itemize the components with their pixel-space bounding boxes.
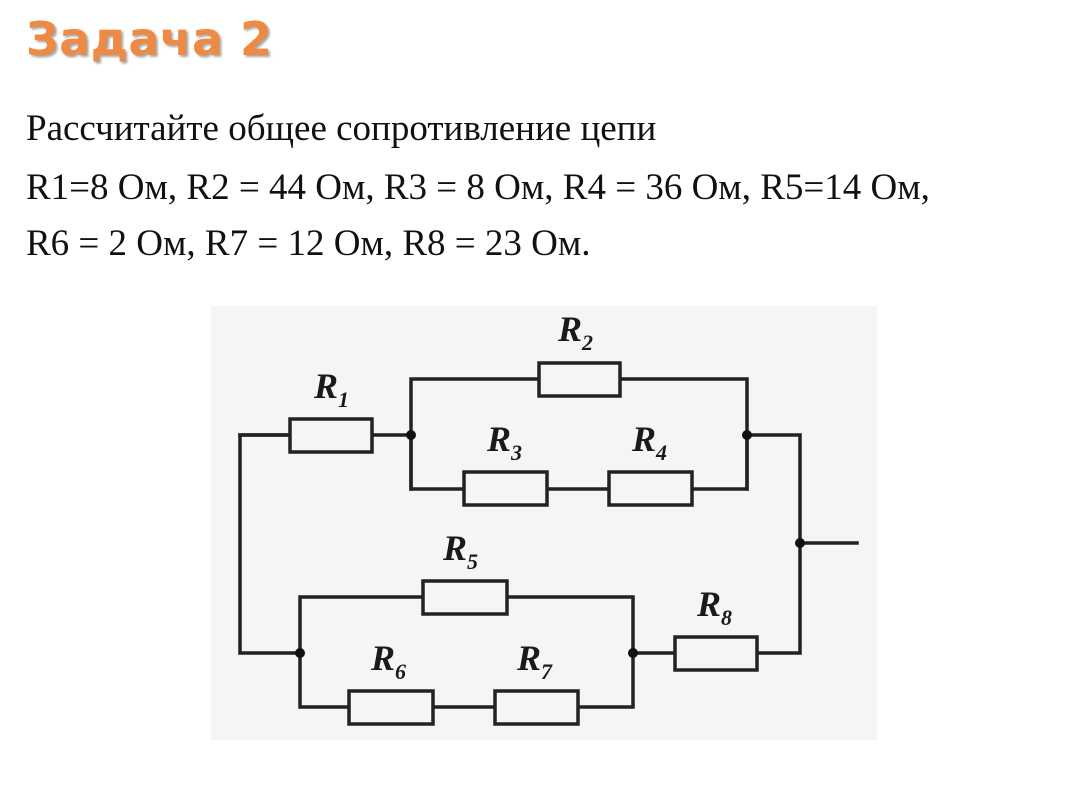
resistor-r1 [288, 417, 374, 454]
label-r6-letter: R [370, 638, 395, 678]
label-r2: R2 [557, 309, 593, 355]
junction-node-a [406, 430, 416, 440]
wire-left-vertical [238, 433, 302, 655]
label-r6: R6 [370, 638, 406, 684]
resistor-r8 [673, 635, 759, 672]
resistor-r5 [421, 579, 509, 616]
label-r8-index: 8 [721, 605, 732, 630]
resistor-r7 [493, 689, 580, 726]
resistor-r4 [607, 470, 694, 507]
label-r3-letter: R [486, 419, 511, 459]
slide-title: Задача 2 [26, 12, 273, 66]
label-r4-letter: R [631, 419, 656, 459]
label-r3: R3 [486, 419, 522, 465]
label-r4-index: 4 [655, 440, 667, 465]
resistor-r3 [462, 470, 549, 507]
wire-r5-branch-left [298, 595, 425, 655]
wire-r3-left [409, 433, 466, 491]
task-statement: Рассчитайте общее сопротивление цепи R1=… [26, 104, 1066, 272]
label-r8: R8 [696, 584, 732, 630]
junction-node-d [628, 648, 638, 658]
label-r1: R1 [313, 366, 349, 412]
label-r1-letter: R [313, 366, 338, 406]
wire-r4-right [690, 433, 749, 491]
circuit-schematic: R1 R2 R3 R4 R5 R6 R7 R8 [238, 309, 859, 726]
label-r1-index: 1 [338, 387, 349, 412]
wire-right-vertical [745, 433, 802, 655]
wire-r7-right [576, 651, 635, 709]
resistance-values: R1=8 Ом, R2 = 44 Ом, R3 = 8 Ом, R4 = 36 … [26, 160, 1066, 272]
label-r4: R4 [631, 419, 667, 465]
label-r7-letter: R [516, 638, 541, 678]
junction-node-b [742, 430, 752, 440]
wire-r6-left [298, 651, 351, 709]
label-r3-index: 3 [510, 440, 522, 465]
label-r2-letter: R [557, 309, 582, 349]
label-r7: R7 [516, 638, 553, 684]
label-r2-index: 2 [581, 330, 593, 355]
label-r6-index: 6 [395, 659, 406, 684]
junction-node-output [795, 538, 805, 548]
resistor-r6 [347, 689, 435, 726]
junction-node-c [295, 648, 305, 658]
resistance-values-line-2: R6 = 2 Ом, R7 = 12 Ом, R8 = 23 Ом. [26, 223, 591, 264]
label-r8-letter: R [696, 584, 721, 624]
circuit-diagram: R1 R2 R3 R4 R5 R6 R7 R8 [211, 306, 877, 740]
label-r5: R5 [442, 528, 478, 574]
label-r5-index: 5 [467, 549, 478, 574]
task-instruction: Рассчитайте общее сопротивление цепи [26, 108, 657, 149]
label-r7-index: 7 [541, 659, 553, 684]
wire-r5-branch-right [505, 595, 635, 655]
resistor-r2 [537, 361, 622, 398]
resistance-values-line-1: R1=8 Ом, R2 = 44 Ом, R3 = 8 Ом, R4 = 36 … [26, 167, 930, 208]
label-r5-letter: R [442, 528, 467, 568]
